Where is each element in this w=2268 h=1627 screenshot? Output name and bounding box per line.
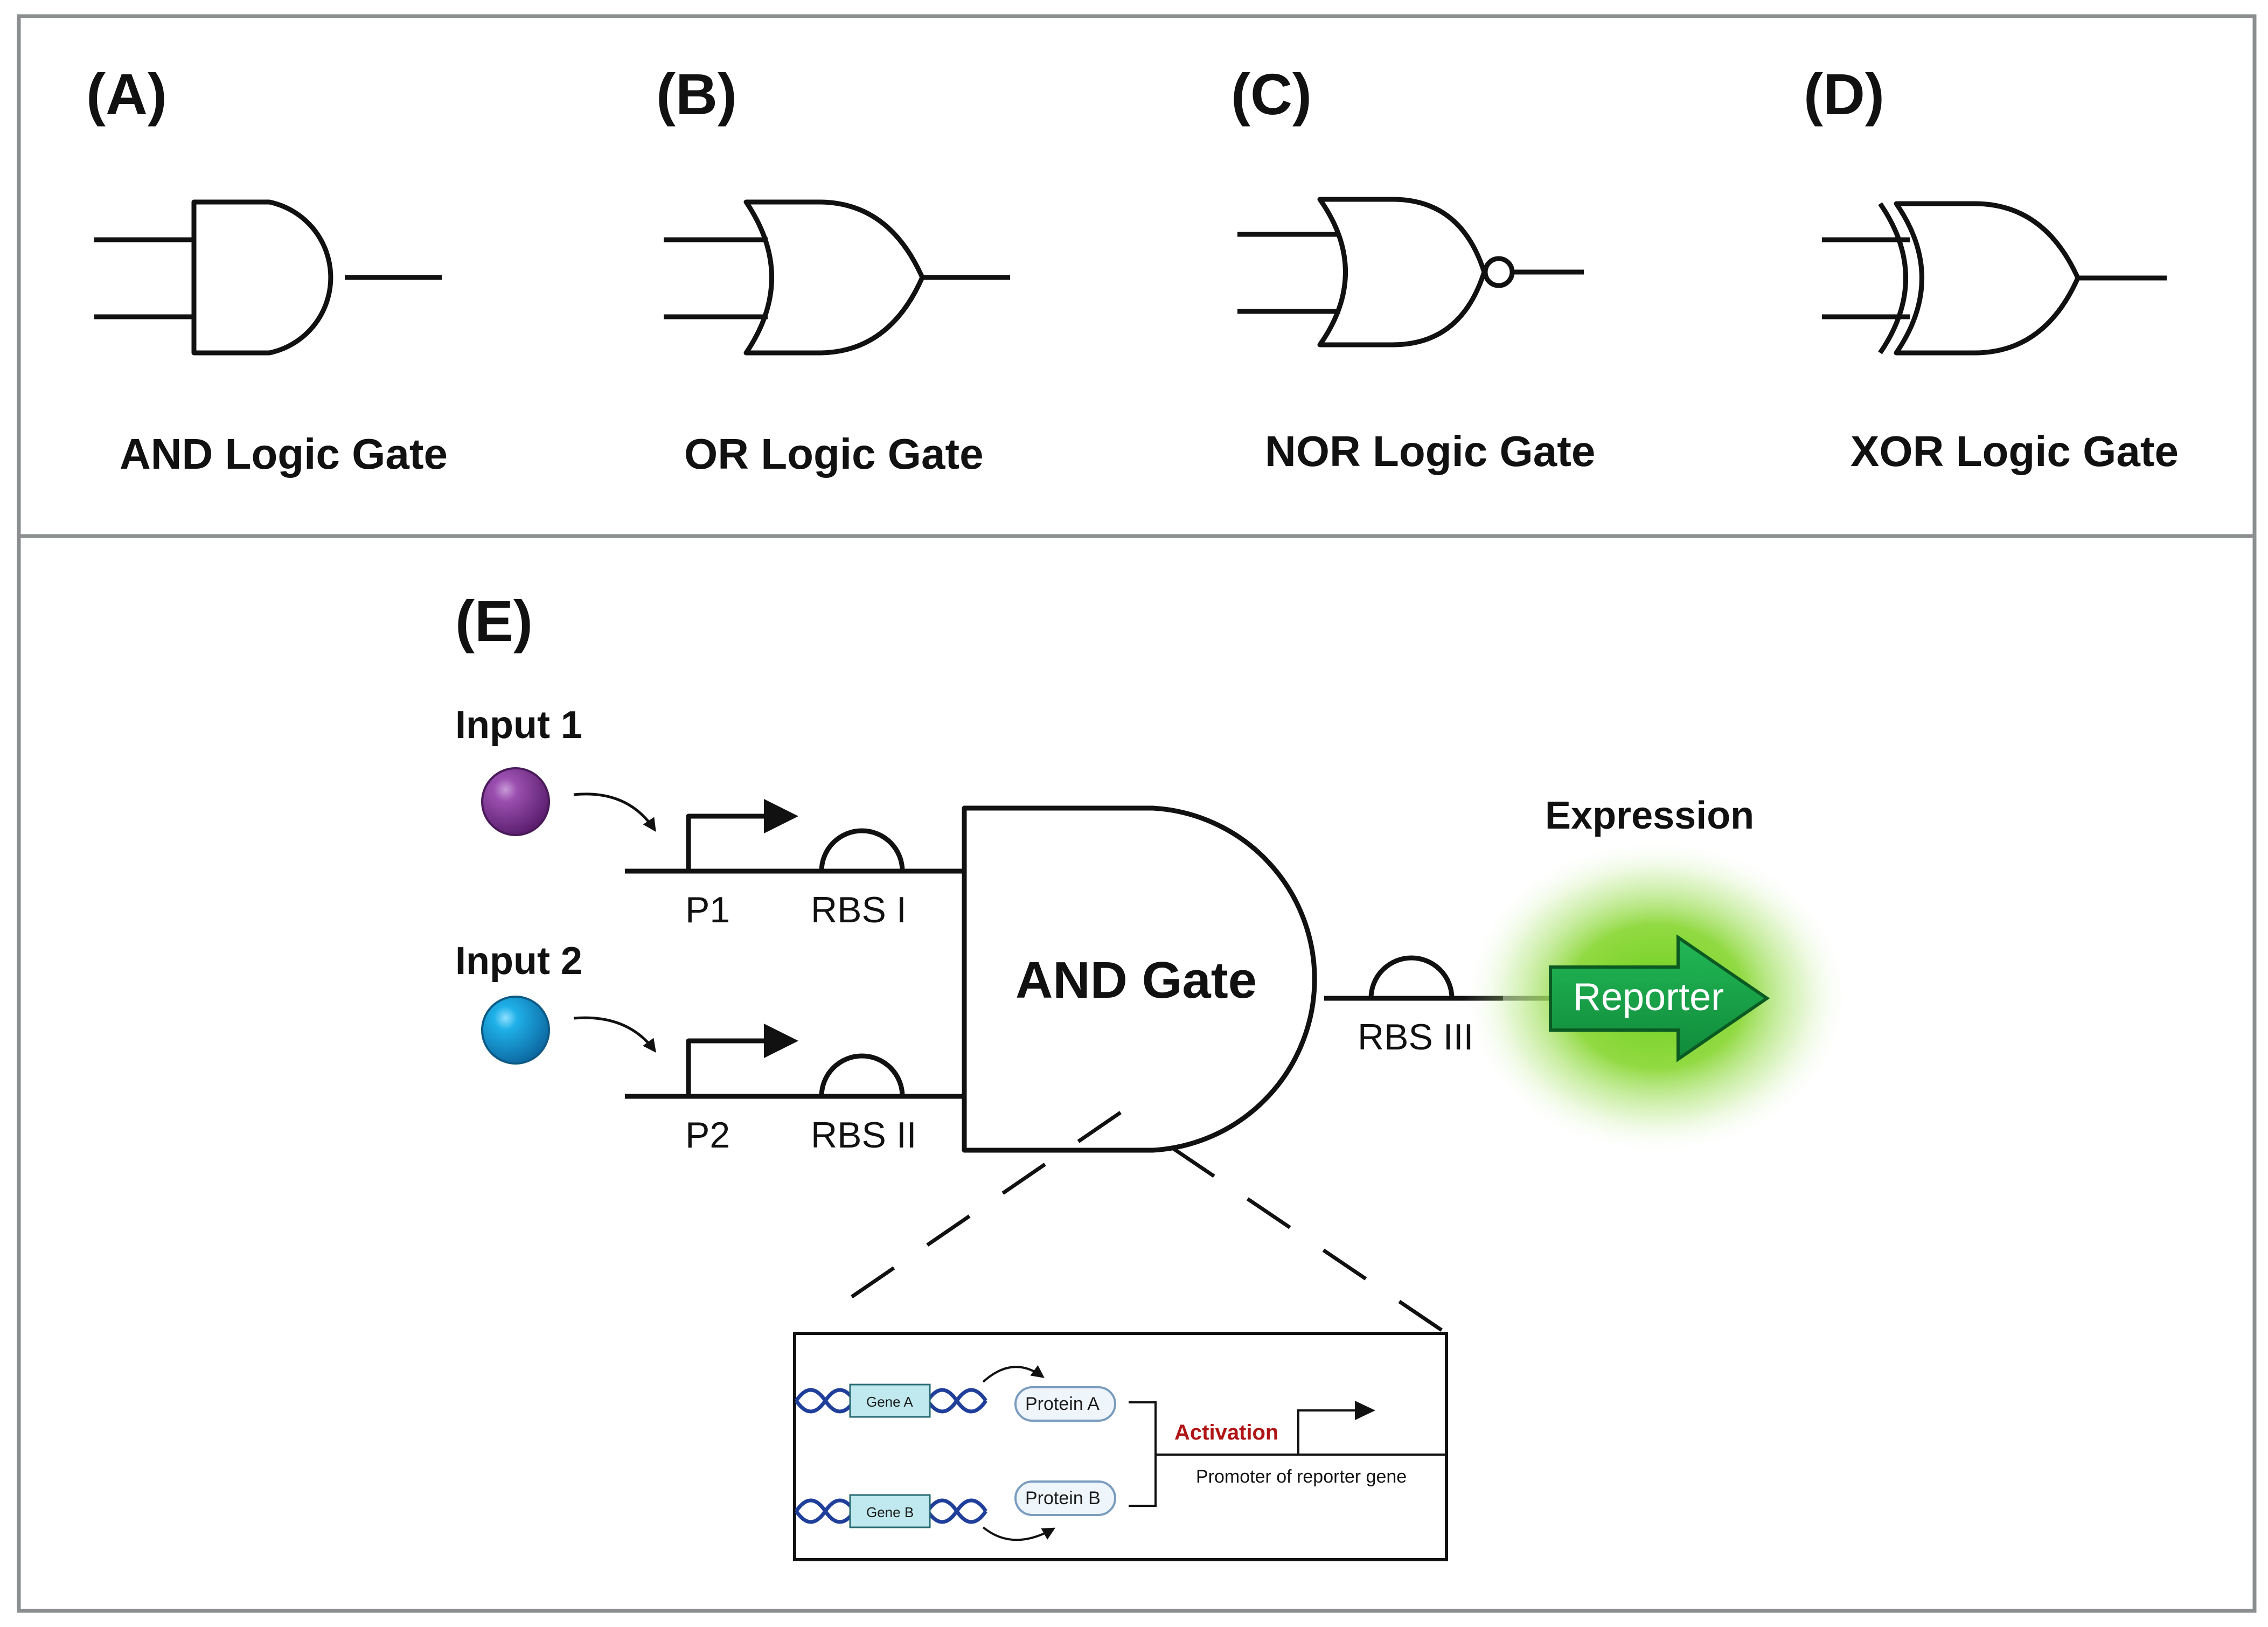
rbs-2-icon <box>819 1053 905 1097</box>
panel-a: (A) AND Logic Gate <box>86 61 448 478</box>
or-gate-symbol <box>664 199 1010 356</box>
and-gate-body <box>962 805 1317 1153</box>
rbs-3-icon <box>1368 955 1455 999</box>
promoter-label: Promoter of reporter gene <box>1196 1466 1407 1487</box>
or-gate-title: OR Logic Gate <box>684 430 984 478</box>
rbs-1-icon <box>819 828 905 872</box>
nor-gate-title: NOR Logic Gate <box>1265 427 1595 475</box>
panel-d: (D) XOR Logic Gate <box>1804 61 2179 475</box>
protein-bracket <box>1129 1401 1446 1507</box>
protein-b-pill <box>1014 1480 1116 1516</box>
expression-label: Expression <box>1545 794 1754 837</box>
gene-a-arrow <box>982 1365 1045 1383</box>
and-gate-symbol <box>94 199 442 356</box>
dna-helix-b <box>795 1498 987 1524</box>
panel-e-letter: (E) <box>455 588 533 653</box>
protein-b-label: Protein B <box>1025 1488 1101 1508</box>
panel-d-letter: (D) <box>1804 61 1884 127</box>
p1-label: P1 <box>685 889 730 930</box>
rbs-2-label: RBS II <box>811 1115 917 1156</box>
p2-label: P2 <box>685 1115 730 1156</box>
inset-mechanism: Gene A Gene B Protein A Protein B Activa… <box>793 1332 1448 1561</box>
reporter-label: Reporter <box>1573 976 1724 1019</box>
rbs-3-label: RBS III <box>1358 1017 1473 1058</box>
panel-c-letter: (C) <box>1231 61 1312 127</box>
reporter-arrow <box>1549 934 1770 1062</box>
input-2-arrow <box>573 1016 656 1053</box>
and-gate-title: AND Logic Gate <box>120 430 448 478</box>
promoter-p2-icon <box>686 1024 798 1096</box>
reporter-promoter-icon <box>1297 1409 1358 1455</box>
nor-bubble <box>1483 256 1515 288</box>
input-1-label: Input 1 <box>455 704 582 747</box>
gene-b-label: Gene B <box>866 1504 914 1520</box>
dna-helix-a <box>795 1388 987 1414</box>
panel-c: (C) NOR Logic Gate <box>1231 61 1595 475</box>
input-1-molecule <box>481 767 550 836</box>
input-1-arrow <box>573 792 656 832</box>
gene-b-box <box>849 1494 931 1528</box>
zoom-line-left <box>837 1111 1122 1308</box>
promoter-p1-icon <box>686 799 798 871</box>
activation-label: Activation <box>1174 1421 1278 1444</box>
input-2-label: Input 2 <box>455 940 582 983</box>
gene-a-label: Gene A <box>866 1394 913 1410</box>
bottom-panel-frame <box>17 534 2257 1613</box>
rbs-1-label: RBS I <box>811 889 907 930</box>
panel-b-letter: (B) <box>656 61 737 127</box>
protein-a-label: Protein A <box>1025 1394 1100 1414</box>
panel-a-letter: (A) <box>86 61 167 127</box>
and-gate-label: AND Gate <box>1015 951 1257 1009</box>
zoom-line-right <box>1171 1146 1448 1335</box>
protein-a-pill <box>1014 1386 1116 1422</box>
panel-b: (B) OR Logic Gate <box>656 61 1010 478</box>
panel-e: (E) Input 1 Input 2 P1 RBS I P2 RBS II A… <box>455 588 1850 1561</box>
input-2-molecule <box>481 996 550 1065</box>
xor-gate-title: XOR Logic Gate <box>1850 427 2179 475</box>
xor-gate-symbol <box>1822 201 2167 356</box>
gene-b-arrow <box>982 1526 1056 1541</box>
nor-gate-symbol <box>1237 197 1584 347</box>
gene-a-box <box>849 1383 931 1418</box>
